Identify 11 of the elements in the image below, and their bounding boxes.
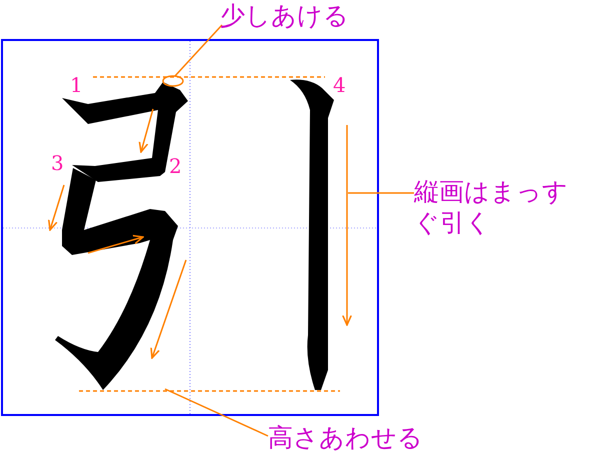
stroke-number: 1 [70, 74, 83, 96]
gap-marker [162, 75, 184, 87]
stroke-number: 4 [333, 74, 346, 96]
callout-text: 縦画はまっすぐ引く [414, 176, 589, 238]
stroke-number: 2 [169, 155, 182, 177]
leader-line [348, 192, 414, 194]
callout-text: 高さあわせる [268, 422, 423, 453]
leader-line [174, 24, 223, 76]
callout-text: 少しあける [220, 0, 349, 31]
leader-line [164, 388, 268, 437]
stroke-number: 3 [51, 152, 64, 174]
